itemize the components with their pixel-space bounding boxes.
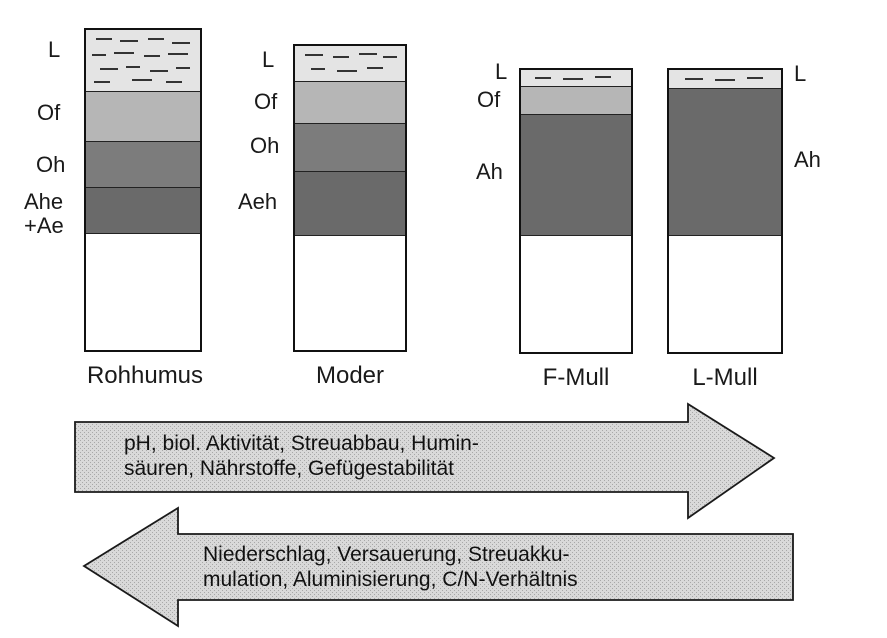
moder-layer-Aeh (295, 172, 405, 236)
litter-dash (563, 78, 583, 80)
litter-dash (126, 66, 140, 68)
lmull-label-Ah: Ah (794, 147, 821, 172)
rohhumus-label-Oh: Oh (36, 152, 66, 177)
litter-dash (94, 81, 110, 83)
litter-dash (150, 70, 168, 72)
litter-dash (311, 68, 325, 70)
moder-label-Aeh: Aeh (238, 189, 278, 214)
rohhumus-name: Rohhumus (86, 362, 204, 389)
litter-dash (715, 79, 735, 81)
litter-dash (92, 54, 106, 56)
moder-label-Oh: Oh (250, 133, 280, 158)
fmull-profile-column (519, 68, 633, 354)
lmull-layer-Ah (669, 89, 781, 236)
litter-dash (367, 67, 383, 69)
litter-dash (383, 56, 397, 58)
litter-dash (166, 81, 182, 83)
fmull-layer-Of (521, 87, 631, 115)
moder-mineral-soil (295, 236, 405, 350)
rohhumus-layer-Ahe-Ae (86, 188, 200, 234)
moder-name: Moder (315, 362, 385, 389)
litter-dash (96, 38, 112, 40)
rohhumus-label-L: L (48, 37, 61, 62)
litter-dash (747, 77, 763, 79)
lmull-name: L-Mull (692, 364, 758, 391)
litter-dash (535, 77, 551, 79)
litter-dash (168, 53, 188, 55)
moder-label-L: L (262, 47, 275, 72)
litter-dash (337, 70, 357, 72)
moder-label-Of: Of (254, 89, 278, 114)
arrow-right-text: pH, biol. Aktivität, Streuabbau, Humin- … (124, 431, 479, 481)
litter-dash (172, 42, 190, 44)
fmull-layer-L (521, 70, 631, 87)
arrow-left-text: Niederschlag, Versauerung, Streuakku- mu… (203, 542, 578, 592)
rohhumus-label-Ahe: Ahe (24, 189, 64, 214)
fmull-layer-Ah (521, 115, 631, 236)
litter-dash (144, 55, 160, 57)
lmull-profile-column (667, 68, 783, 354)
moder-layer-Oh (295, 124, 405, 172)
arrow-left-shape (82, 506, 794, 628)
litter-dash (359, 53, 377, 55)
litter-dash (333, 56, 349, 58)
lmull-label-L: L (794, 61, 807, 86)
litter-dash (176, 67, 190, 69)
litter-dash (114, 52, 134, 54)
rohhumus-layer-L (86, 30, 200, 92)
arrow-right-line-1: pH, biol. Aktivität, Streuabbau, Humin- (124, 432, 479, 455)
fmull-mineral-soil (521, 236, 631, 352)
arrow-right-line-2: säuren, Nährstoffe, Gefügestabilität (124, 457, 454, 480)
rohhumus-profile-column (84, 28, 202, 352)
litter-dash (100, 68, 118, 70)
fmull-label-L: L (495, 59, 508, 84)
arrow-right-shape (74, 402, 776, 520)
litter-dash (595, 76, 611, 78)
litter-dash (132, 79, 152, 81)
moder-profile-column (293, 44, 407, 352)
rohhumus-layer-Of (86, 92, 200, 142)
rohhumus-layer-Oh (86, 142, 200, 188)
lmull-layer-L (669, 70, 781, 89)
lmull-mineral-soil (669, 236, 781, 352)
rohhumus-mineral-soil (86, 234, 200, 350)
arrow-left-line-2: mulation, Aluminisierung, C/N-Verhältnis (203, 568, 578, 591)
litter-dash (120, 40, 138, 42)
moder-layer-L (295, 46, 405, 82)
fmull-name: F-Mull (542, 364, 610, 391)
fmull-label-Of: Of (477, 87, 501, 112)
arrow-left-line-1: Niederschlag, Versauerung, Streuakku- (203, 543, 570, 566)
rohhumus-label-Of: Of (37, 100, 61, 125)
rohhumus-label-Ae: +Ae (24, 213, 64, 238)
litter-dash (305, 54, 323, 56)
moder-layer-Of (295, 82, 405, 124)
litter-dash (685, 78, 703, 80)
litter-dash (148, 38, 164, 40)
fmull-label-Ah: Ah (476, 159, 503, 184)
